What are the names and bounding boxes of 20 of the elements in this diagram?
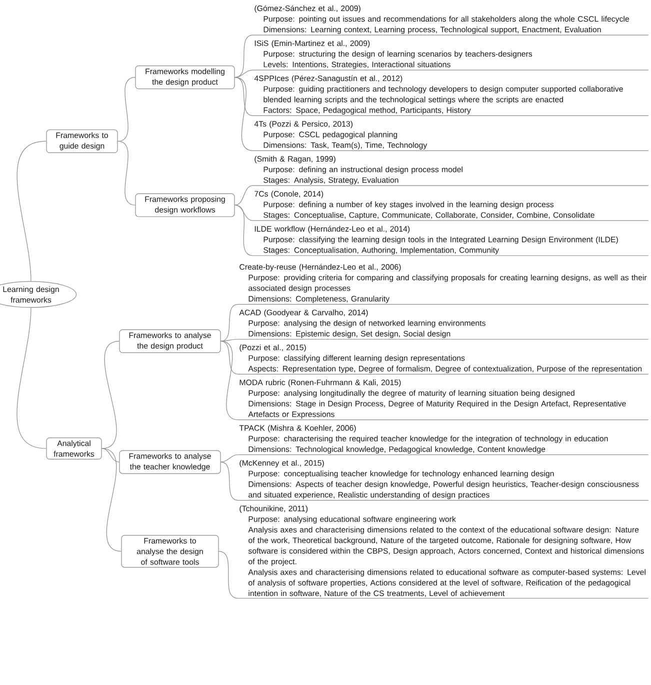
- connector-line: [234, 204, 254, 256]
- connector-line: [220, 454, 238, 462]
- connector-line: [234, 185, 254, 206]
- connector-line: [234, 204, 254, 221]
- connector-line: [218, 550, 238, 599]
- connector-line: [220, 304, 238, 342]
- connector-line: [16, 307, 46, 449]
- connector-line: [234, 77, 254, 151]
- connector-line: [102, 448, 120, 462]
- connector-line: [220, 340, 238, 420]
- connector-line: [234, 70, 254, 78]
- connector-line: [102, 448, 122, 552]
- connector-line: [234, 77, 254, 116]
- connector-line: [220, 338, 238, 342]
- connector-line: [220, 462, 238, 501]
- connector-line: [118, 140, 136, 206]
- connector-line: [220, 340, 238, 374]
- connector-line: [118, 77, 136, 142]
- connector-line: [16, 140, 46, 282]
- connector-line: [102, 340, 120, 449]
